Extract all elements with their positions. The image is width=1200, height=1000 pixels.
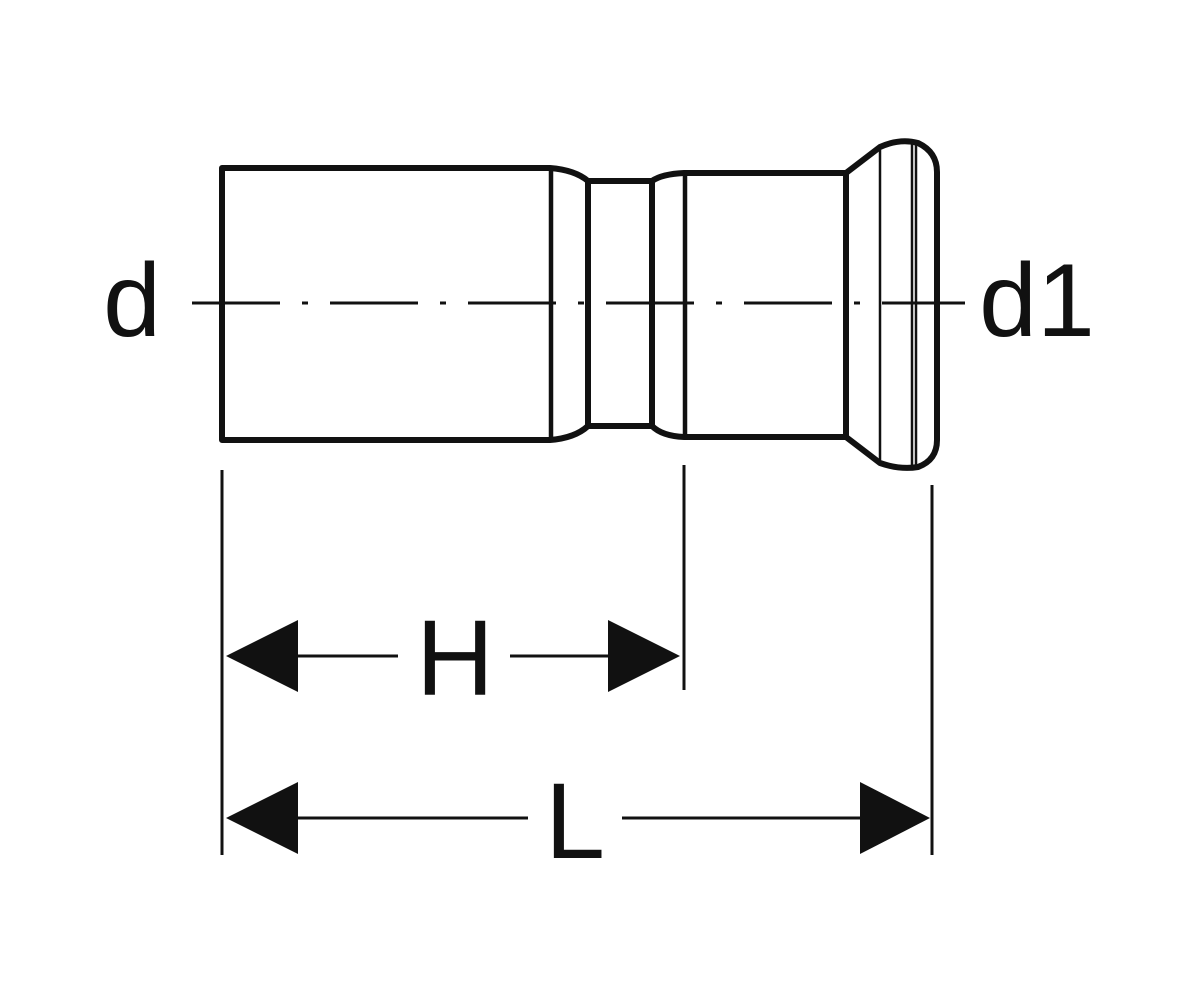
dimension-l <box>226 782 930 854</box>
label-d1: d1 <box>979 243 1095 359</box>
label-d: d <box>103 243 161 359</box>
right-pipe-section <box>649 170 849 440</box>
fitting-body <box>219 138 940 471</box>
extension-lines <box>220 465 934 855</box>
label-h: H <box>416 597 494 718</box>
arrowhead-h-right <box>608 620 680 692</box>
press-end-bead <box>843 138 940 471</box>
fitting-detail-lines <box>548 143 918 467</box>
arrowhead-l-left <box>226 782 298 854</box>
arrowhead-l-right <box>860 782 930 854</box>
dimension-h <box>226 620 680 692</box>
label-l: L <box>545 760 605 881</box>
arrowhead-h-left <box>226 620 298 692</box>
